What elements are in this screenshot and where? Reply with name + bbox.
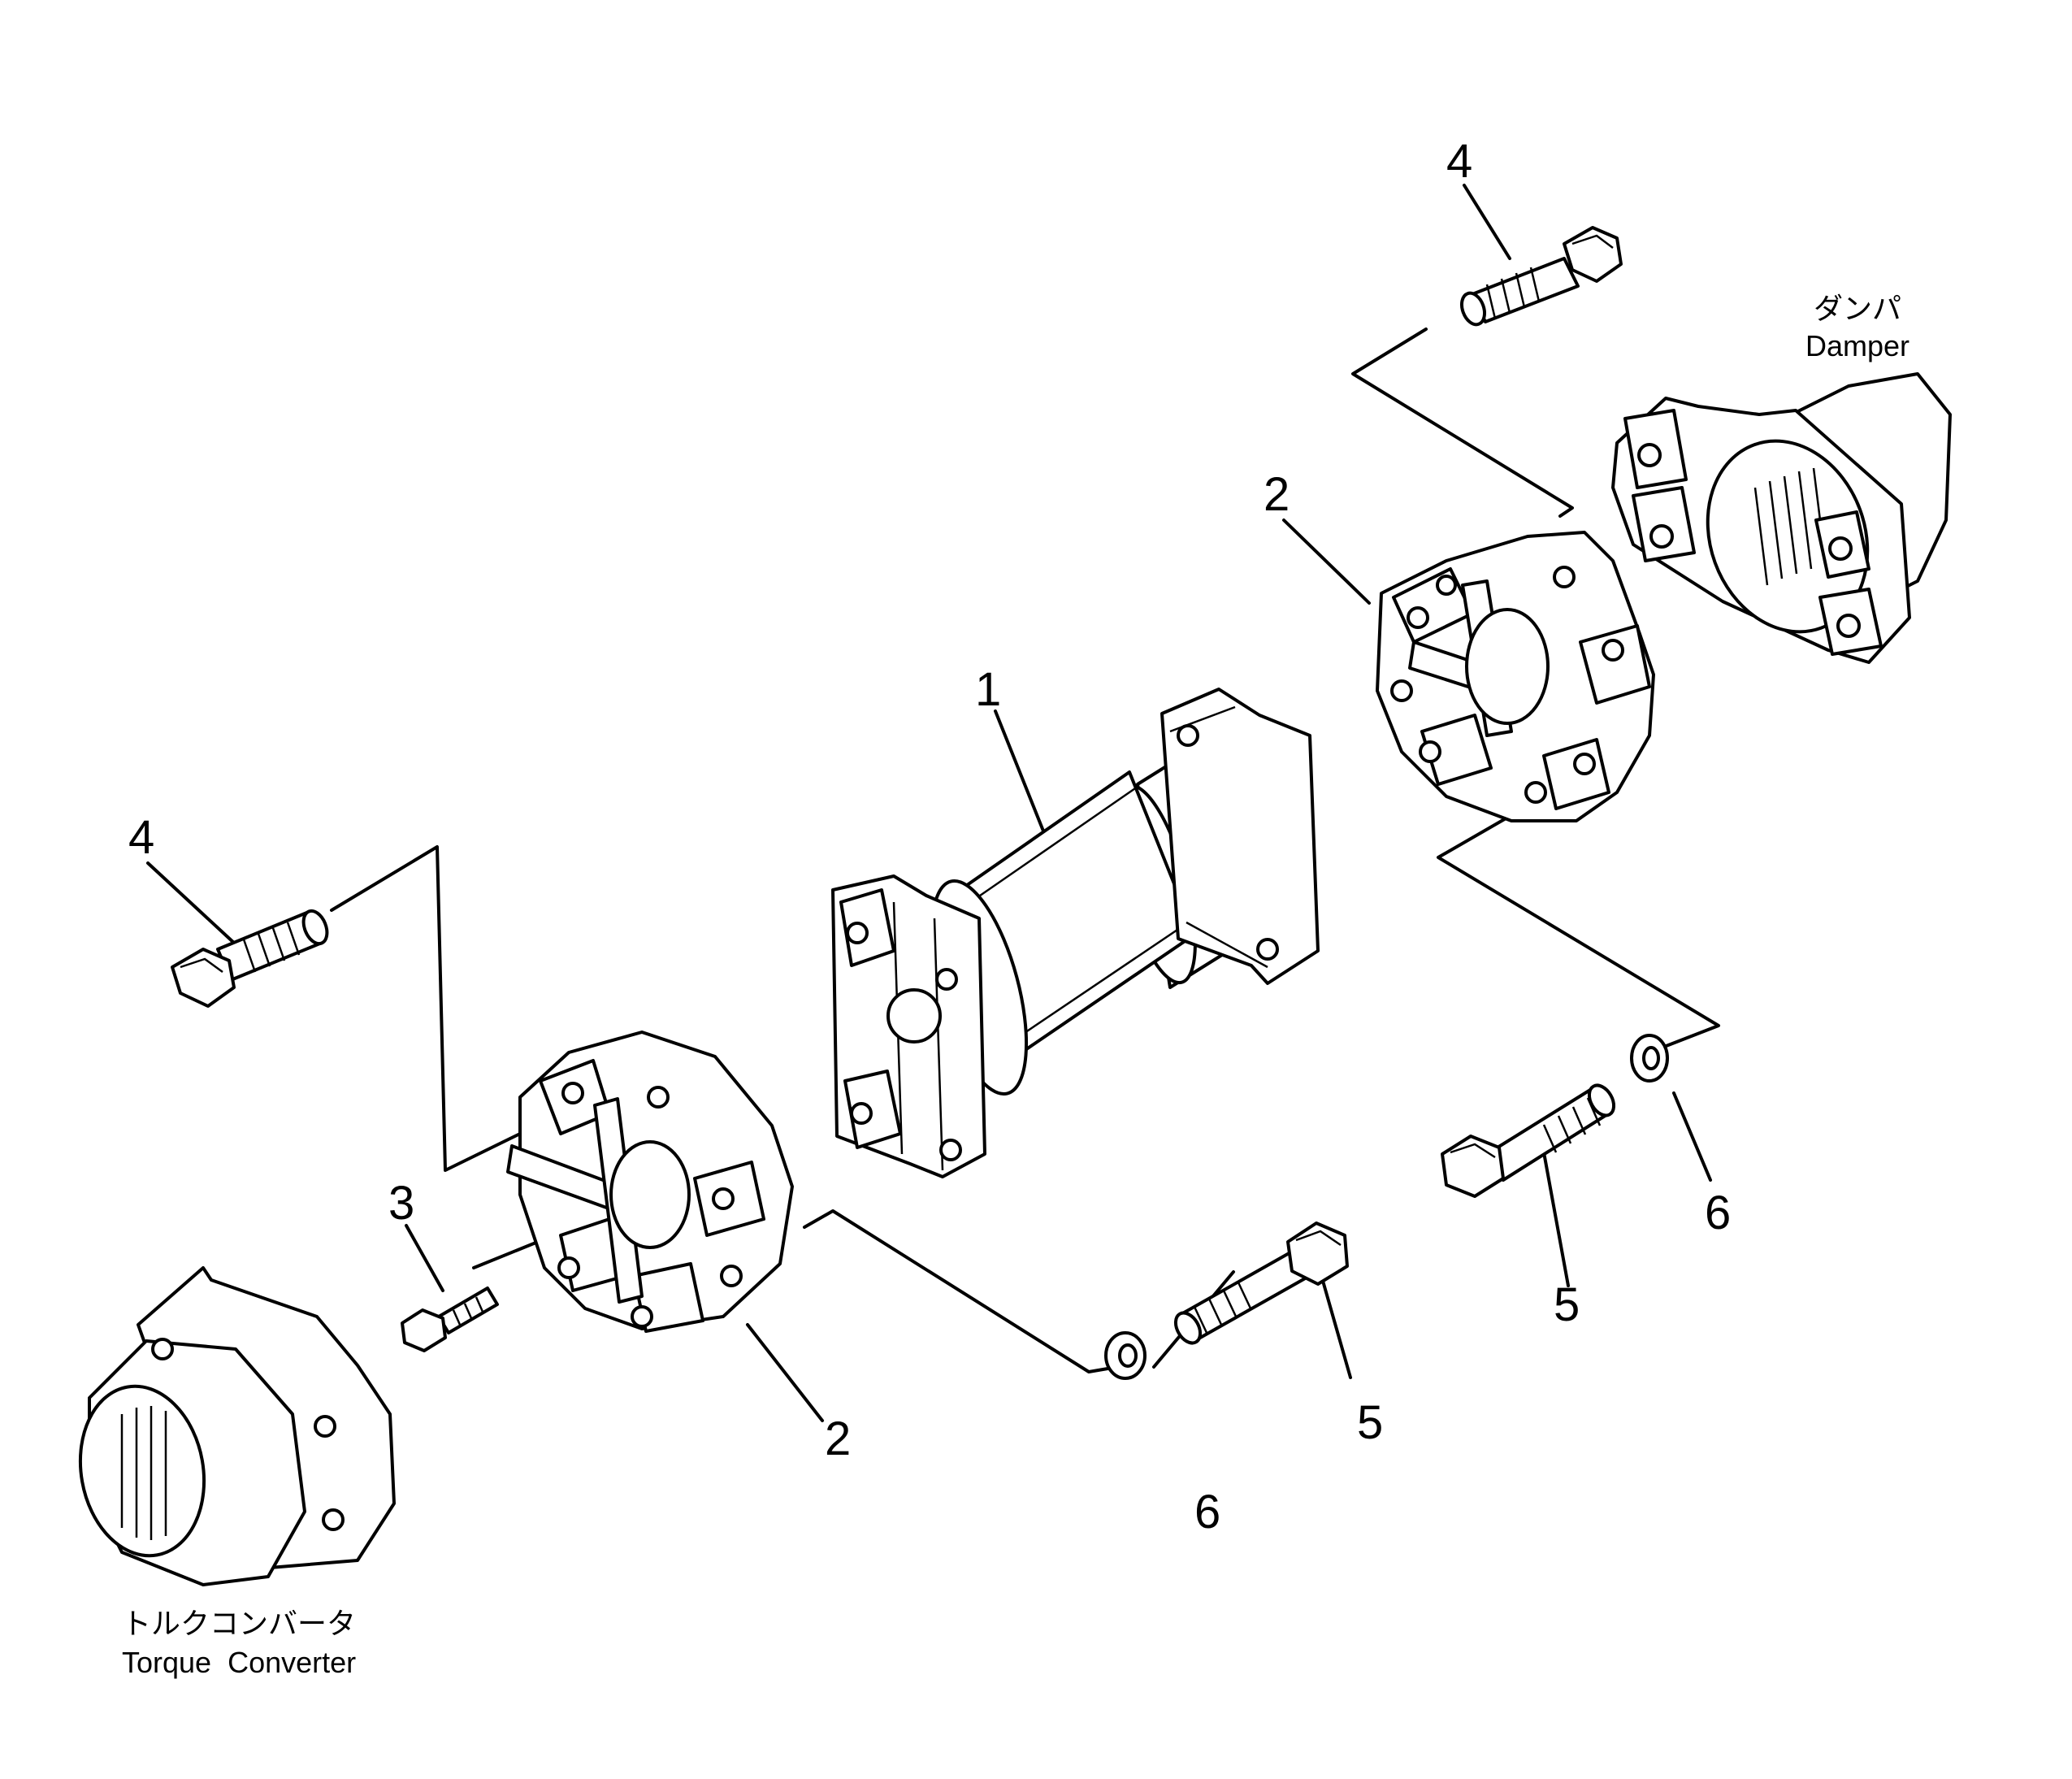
washer-lower-icon — [1104, 1331, 1147, 1380]
callout-5-lower: 5 — [1357, 1396, 1383, 1449]
connection-lines — [330, 328, 1720, 1373]
bolt-right-icon — [1441, 1083, 1616, 1198]
callout-4-left: 4 — [128, 811, 154, 864]
callout-6-lower: 6 — [1194, 1486, 1220, 1538]
caption-torque-converter: トルクコンバータ Torque Converter — [122, 1607, 356, 1679]
callout-3: 3 — [388, 1177, 414, 1230]
screw-icon — [401, 1287, 499, 1352]
callout-5-right: 5 — [1554, 1278, 1580, 1331]
torque-converter-label-en: Torque Converter — [122, 1646, 356, 1679]
callout-1: 1 — [975, 663, 1001, 716]
bolt-left-icon — [171, 909, 329, 1008]
coupling-right-icon — [1376, 531, 1655, 822]
damper-label-jp: ダンパ — [1814, 292, 1901, 325]
bolt-top-icon — [1459, 226, 1623, 327]
washer-right-icon — [1630, 1034, 1669, 1083]
callout-4-top: 4 — [1446, 135, 1472, 188]
damper-icon — [1611, 372, 1952, 664]
torque-converter-icon — [78, 1266, 396, 1586]
callout-2-left: 2 — [825, 1412, 851, 1465]
callout-2-right: 2 — [1264, 468, 1290, 521]
drive-shaft-icon — [831, 688, 1320, 1178]
bolt-lower-icon — [1173, 1221, 1349, 1345]
callout-numbers: 4 2 1 4 3 2 6 5 5 6 — [128, 135, 1731, 1538]
callout-6-right: 6 — [1705, 1187, 1731, 1239]
damper-label-en: Damper — [1805, 329, 1909, 362]
callout-leaders — [146, 184, 1712, 1422]
coupling-left-icon — [506, 1031, 794, 1333]
torque-converter-label-jp: トルクコンバータ — [122, 1607, 356, 1640]
caption-damper: ダンパ Damper — [1805, 292, 1909, 362]
